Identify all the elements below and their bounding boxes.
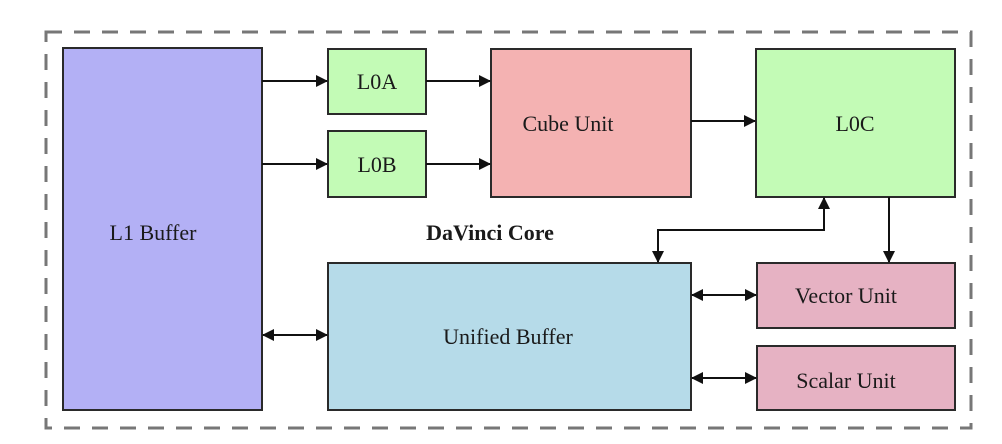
l1-buffer-label: L1 Buffer [110,220,198,245]
l0c-block: L0C [755,48,956,198]
l0b-block: L0B [327,130,427,198]
edge-l0c-unified-bidirectional [652,197,830,263]
unified-buffer-label: Unified Buffer [443,324,573,349]
cube-unit-label: Cube Unit [522,111,613,136]
cube-unit-block: Cube Unit [490,48,692,198]
unified-buffer-block: Unified Buffer [327,262,692,411]
vector-unit-block: Vector Unit [756,262,956,329]
l0b-label: L0B [357,152,396,177]
davinci-core-label: DaVinci Core [426,220,554,245]
l0a-block: L0A [327,48,427,115]
l1-buffer-block: L1 Buffer [62,47,263,411]
l0c-label: L0C [835,111,874,136]
l0a-label: L0A [357,69,397,94]
scalar-unit-label: Scalar Unit [796,368,896,393]
scalar-unit-block: Scalar Unit [756,345,956,411]
vector-unit-label: Vector Unit [795,283,897,308]
davinci-core-boundary [44,30,973,430]
